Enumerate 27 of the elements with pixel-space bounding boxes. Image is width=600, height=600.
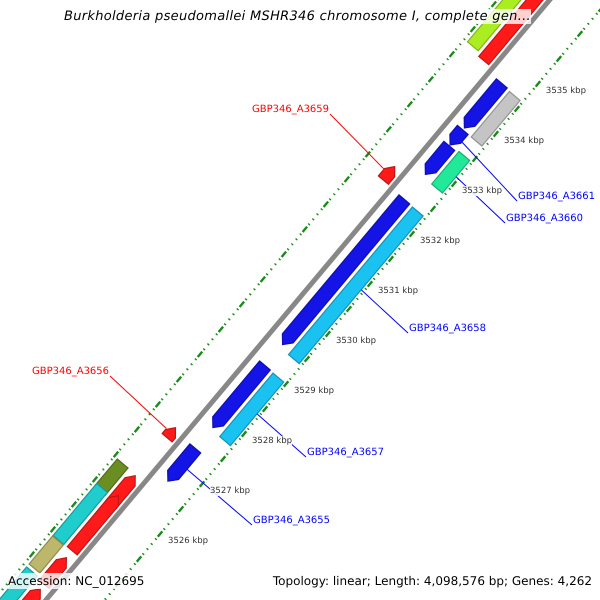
scale-label: 3529 kbp	[294, 386, 334, 396]
summary-text: Topology: linear; Length: 4,098,576 bp; Genes: 4,262	[272, 573, 592, 589]
gene-block	[161, 426, 176, 443]
gene-label: GBP346_A3661	[518, 191, 596, 203]
scale-label: 3535 kbp	[546, 86, 586, 96]
scale-label: 3531 kbp	[378, 286, 418, 296]
scale-label: 3526 kbp	[168, 536, 208, 546]
gene-block	[378, 166, 396, 186]
scale-label: 3527 kbp	[210, 486, 250, 496]
gene-label: GBP346_A3659	[252, 104, 330, 116]
leader-line	[110, 376, 167, 430]
leader-line	[330, 114, 385, 170]
scale-label: 3534 kbp	[504, 136, 544, 146]
leader-line	[461, 141, 518, 202]
accession-text: Accession: NC_012695	[8, 573, 144, 589]
scale-label: 3528 kbp	[252, 436, 292, 446]
gene-label: GBP346_A3655	[253, 515, 330, 527]
scale-label: 3530 kbp	[336, 336, 376, 346]
leader-line	[186, 468, 252, 526]
map-title: Burkholderia pseudomallei MSHR346 chromosome I, complete gen...	[64, 9, 531, 24]
leader-line	[360, 289, 408, 334]
gene-label: GBP346_A3657	[307, 447, 384, 459]
scale-label: 3532 kbp	[420, 236, 460, 246]
gene-label: GBP346_A3656	[32, 366, 110, 378]
scale-label: 3533 kbp	[462, 186, 502, 196]
gene-label: GBP346_A3660	[506, 213, 584, 225]
gene-label: GBP346_A3658	[409, 323, 486, 335]
